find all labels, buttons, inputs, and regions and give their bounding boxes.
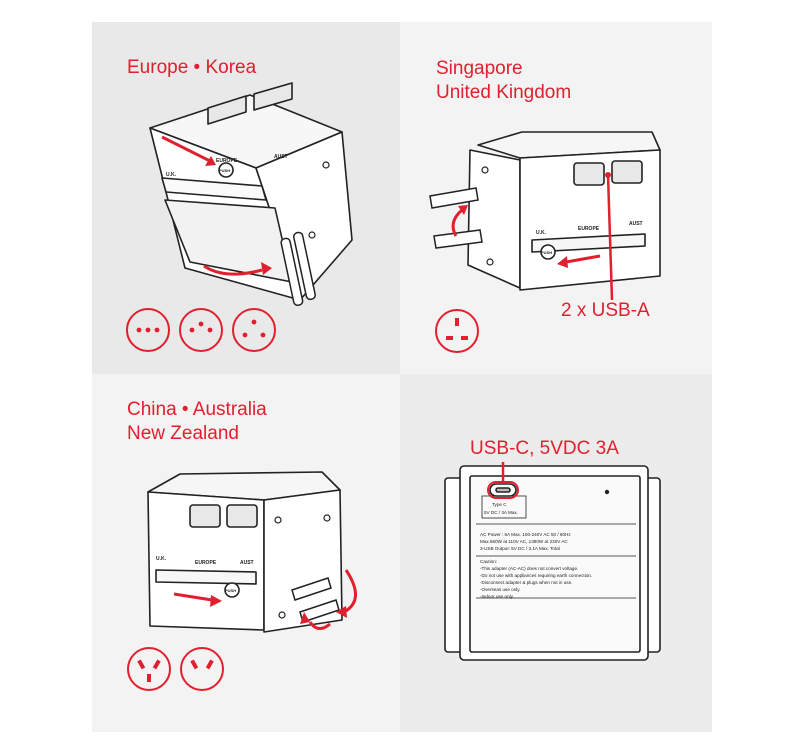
- label-uk: U.K.: [166, 172, 177, 178]
- panel-title-china-australia: China • Australia New Zealand: [127, 398, 267, 446]
- title-line-singapore: Singapore: [436, 58, 523, 79]
- spec-line: Max.660W at 110V AC, 1380W at 230V AC: [480, 539, 568, 544]
- label-uk: U.K.: [536, 230, 547, 236]
- label-aust: AUST: [274, 154, 288, 160]
- title-line-united-kingdom: United Kingdom: [436, 82, 572, 103]
- port-rating: 5V DC / 3A Max.: [484, 510, 518, 515]
- caution-line: -This adapter (AC-AC) does not convert v…: [480, 566, 578, 571]
- title-line-china-australia: China • Australia: [127, 399, 267, 420]
- caution-line: -Do not use with appliances requiring ea…: [480, 573, 592, 578]
- caution-title: Caution:: [480, 559, 497, 564]
- caution-line: -Disconnect adapter & plugs when not in …: [480, 580, 572, 585]
- label-push: PUSH: [225, 588, 236, 593]
- panel-title-singapore-uk: Singapore United Kingdom: [436, 57, 571, 105]
- port-label: Type C: [492, 502, 507, 507]
- label-europe: EUROPE: [195, 560, 217, 566]
- label-aust: AUST: [629, 221, 643, 227]
- callout-usb-a: 2 x USB-A: [561, 300, 650, 321]
- label-push: PUSH: [219, 168, 230, 173]
- callout-usb-c: USB-C, 5VDC 3A: [470, 438, 619, 459]
- label-europe: EUROPE: [216, 158, 238, 164]
- caution-line: -Indoor use only.: [480, 594, 514, 599]
- panel-title-europe-korea: Europe • Korea: [127, 57, 257, 78]
- spec-line: AC Power : 6A Max. 100-240V AC 50 / 60Hz: [480, 532, 571, 537]
- caution-line: -Overseas use only.: [480, 587, 521, 592]
- title-line-new-zealand: New Zealand: [127, 423, 239, 444]
- label-push: PUSH: [541, 250, 552, 255]
- label-aust: AUST: [240, 560, 254, 566]
- spec-line: 3-USB Output: 5V DC / 3.1A Max. Total: [480, 546, 560, 551]
- label-europe: EUROPE: [578, 226, 600, 232]
- label-uk: U.K.: [156, 556, 167, 562]
